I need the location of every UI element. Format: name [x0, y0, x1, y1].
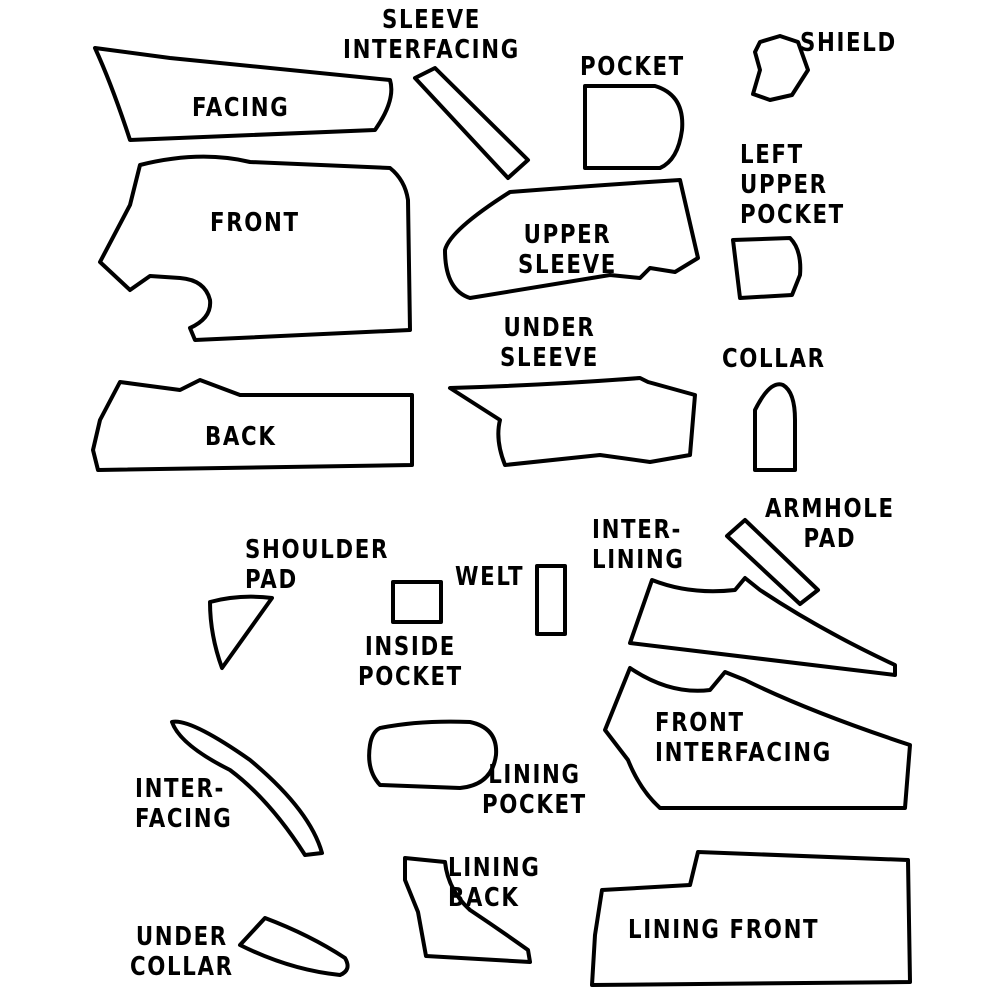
facing-label: FACING [192, 93, 290, 123]
front-interfacing-piece [603, 666, 912, 810]
facing-piece [93, 46, 394, 142]
back-piece [91, 378, 414, 472]
inside-pocket-label: INSIDE POCKET [358, 632, 463, 692]
front-piece [98, 154, 412, 342]
under-collar-label: UNDER COLLAR [130, 922, 234, 982]
inter-lining-label: INTER- LINING [592, 515, 685, 575]
shield-label: SHIELD [800, 28, 897, 58]
armhole-pad-label: ARMHOLE PAD [765, 494, 895, 554]
interfacing-piece [170, 719, 324, 857]
upper-sleeve-piece [443, 178, 700, 300]
under-sleeve-piece [448, 376, 697, 467]
interfacing-label: INTER- FACING [135, 774, 233, 834]
front-interfacing-label: FRONT INTERFACING [655, 708, 832, 768]
lining-pocket-piece [367, 719, 499, 790]
left-upper-pocket-label: LEFT UPPER POCKET [740, 140, 845, 230]
inter-lining-piece [628, 576, 897, 677]
inside-pocket-piece [391, 580, 443, 624]
collar-piece [753, 382, 797, 472]
front-label: FRONT [210, 208, 300, 238]
lining-back-piece [403, 856, 532, 964]
shield-piece [751, 34, 810, 102]
collar-label: COLLAR [722, 344, 826, 374]
lining-front-piece [590, 850, 912, 987]
left-upper-pocket-piece [731, 236, 803, 300]
welt-label: WELT [455, 562, 525, 592]
under-collar-piece [238, 916, 350, 977]
lining-pocket-label: LINING POCKET [482, 760, 587, 820]
shoulder-pad-piece [208, 594, 274, 670]
back-label: BACK [205, 422, 277, 452]
lining-front-label: LINING FRONT [628, 915, 820, 945]
armhole-pad-piece [725, 518, 820, 606]
pocket-label: POCKET [580, 52, 685, 82]
sleeve-interfacing-piece [413, 66, 530, 180]
lining-back-label: LINING BACK [448, 853, 541, 913]
sleeve-interfacing-label: SLEEVE INTERFACING [343, 5, 520, 65]
under-sleeve-label: UNDER SLEEVE [500, 313, 599, 373]
upper-sleeve-label: UPPER SLEEVE [518, 220, 617, 280]
pocket-piece [583, 84, 685, 170]
shoulder-pad-label: SHOULDER PAD [245, 535, 390, 595]
welt-piece [535, 564, 567, 636]
